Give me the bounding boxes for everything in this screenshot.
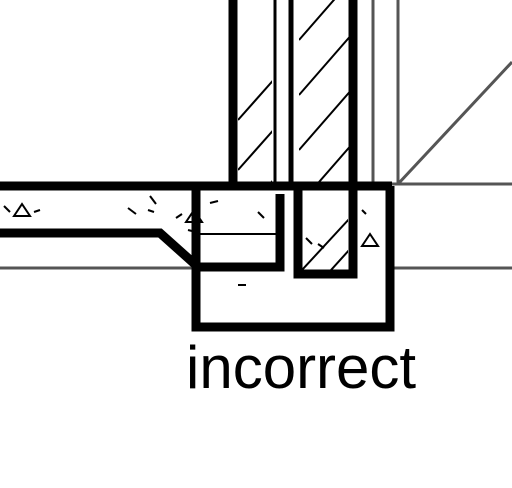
stem-outline [293, 190, 358, 279]
concrete-stipple [3, 195, 380, 286]
wall-outline [228, 0, 358, 186]
wall-hatch [238, 0, 349, 270]
caption-label: incorrect [186, 334, 417, 401]
grid-lines [0, 0, 512, 270]
footing-outline [191, 186, 395, 332]
